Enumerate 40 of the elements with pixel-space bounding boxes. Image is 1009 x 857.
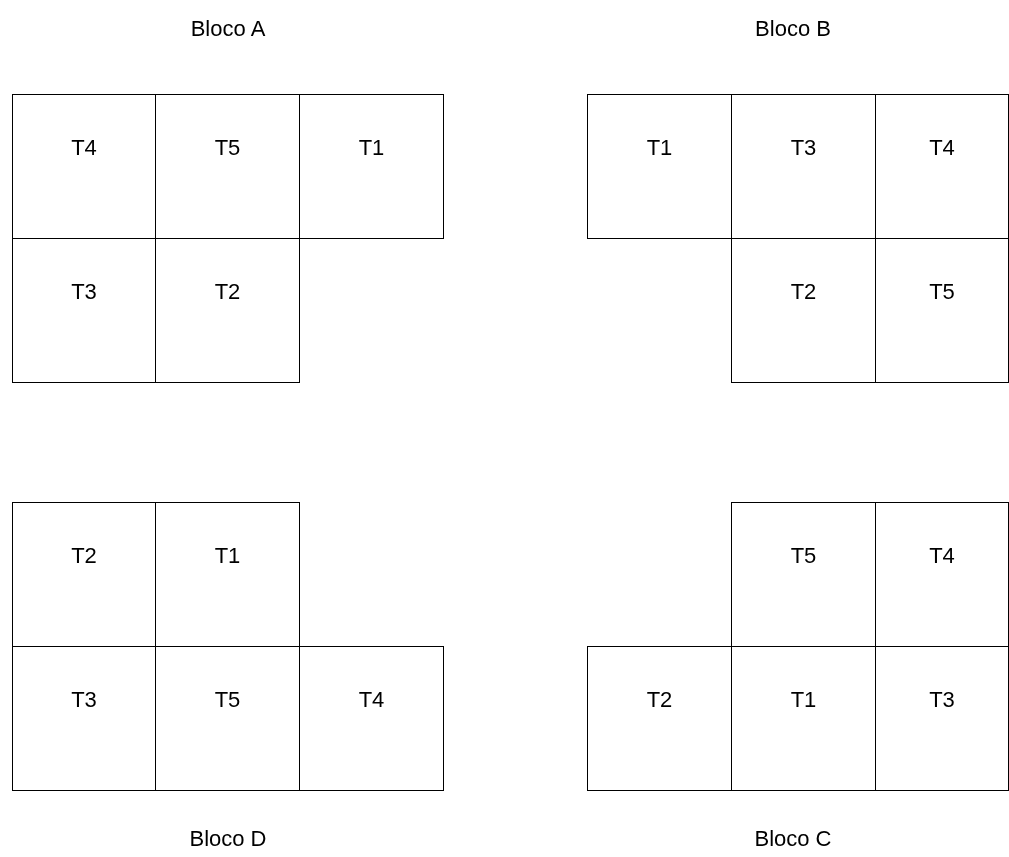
block-title: Bloco A — [190, 16, 266, 42]
plot-cell — [12, 94, 156, 239]
treatment-label: T5 — [929, 279, 955, 304]
treatment-label: T1 — [646, 135, 673, 160]
plot-cell — [875, 646, 1009, 791]
treatment-label: T4 — [71, 135, 97, 160]
plot-cell — [587, 94, 732, 239]
plot-cell — [155, 238, 300, 383]
treatment-label: T3 — [71, 687, 97, 712]
plot-cell — [155, 502, 300, 647]
treatment-label: T2 — [790, 279, 817, 304]
treatment-label: T2 — [214, 279, 241, 304]
plot-cell — [875, 502, 1009, 647]
plot-cell — [875, 94, 1009, 239]
block-title: Bloco C — [754, 826, 832, 852]
treatment-label: T1 — [790, 687, 817, 712]
treatment-label: T4 — [929, 543, 955, 568]
plot-cell — [12, 238, 156, 383]
plot-cell — [12, 502, 156, 647]
plot-cell — [587, 646, 732, 791]
treatment-label: T4 — [358, 687, 385, 712]
plot-cell — [731, 502, 876, 647]
treatment-label: T1 — [214, 543, 241, 568]
treatment-label: T3 — [929, 687, 955, 712]
treatment-label: T2 — [71, 543, 97, 568]
treatment-label: T4 — [929, 135, 955, 160]
plot-cell — [299, 94, 444, 239]
treatment-label: T5 — [214, 135, 241, 160]
block-title: Bloco D — [189, 826, 267, 852]
treatment-label: T1 — [358, 135, 385, 160]
treatment-label: T3 — [71, 279, 97, 304]
treatment-label: T3 — [790, 135, 817, 160]
plot-cell — [299, 646, 444, 791]
plot-cell — [875, 238, 1009, 383]
plot-cell — [12, 646, 156, 791]
treatment-label: T5 — [790, 543, 817, 568]
treatment-label: T5 — [214, 687, 241, 712]
treatment-label: T2 — [646, 687, 673, 712]
block-title: Bloco B — [755, 16, 831, 42]
plot-cell — [731, 238, 876, 383]
